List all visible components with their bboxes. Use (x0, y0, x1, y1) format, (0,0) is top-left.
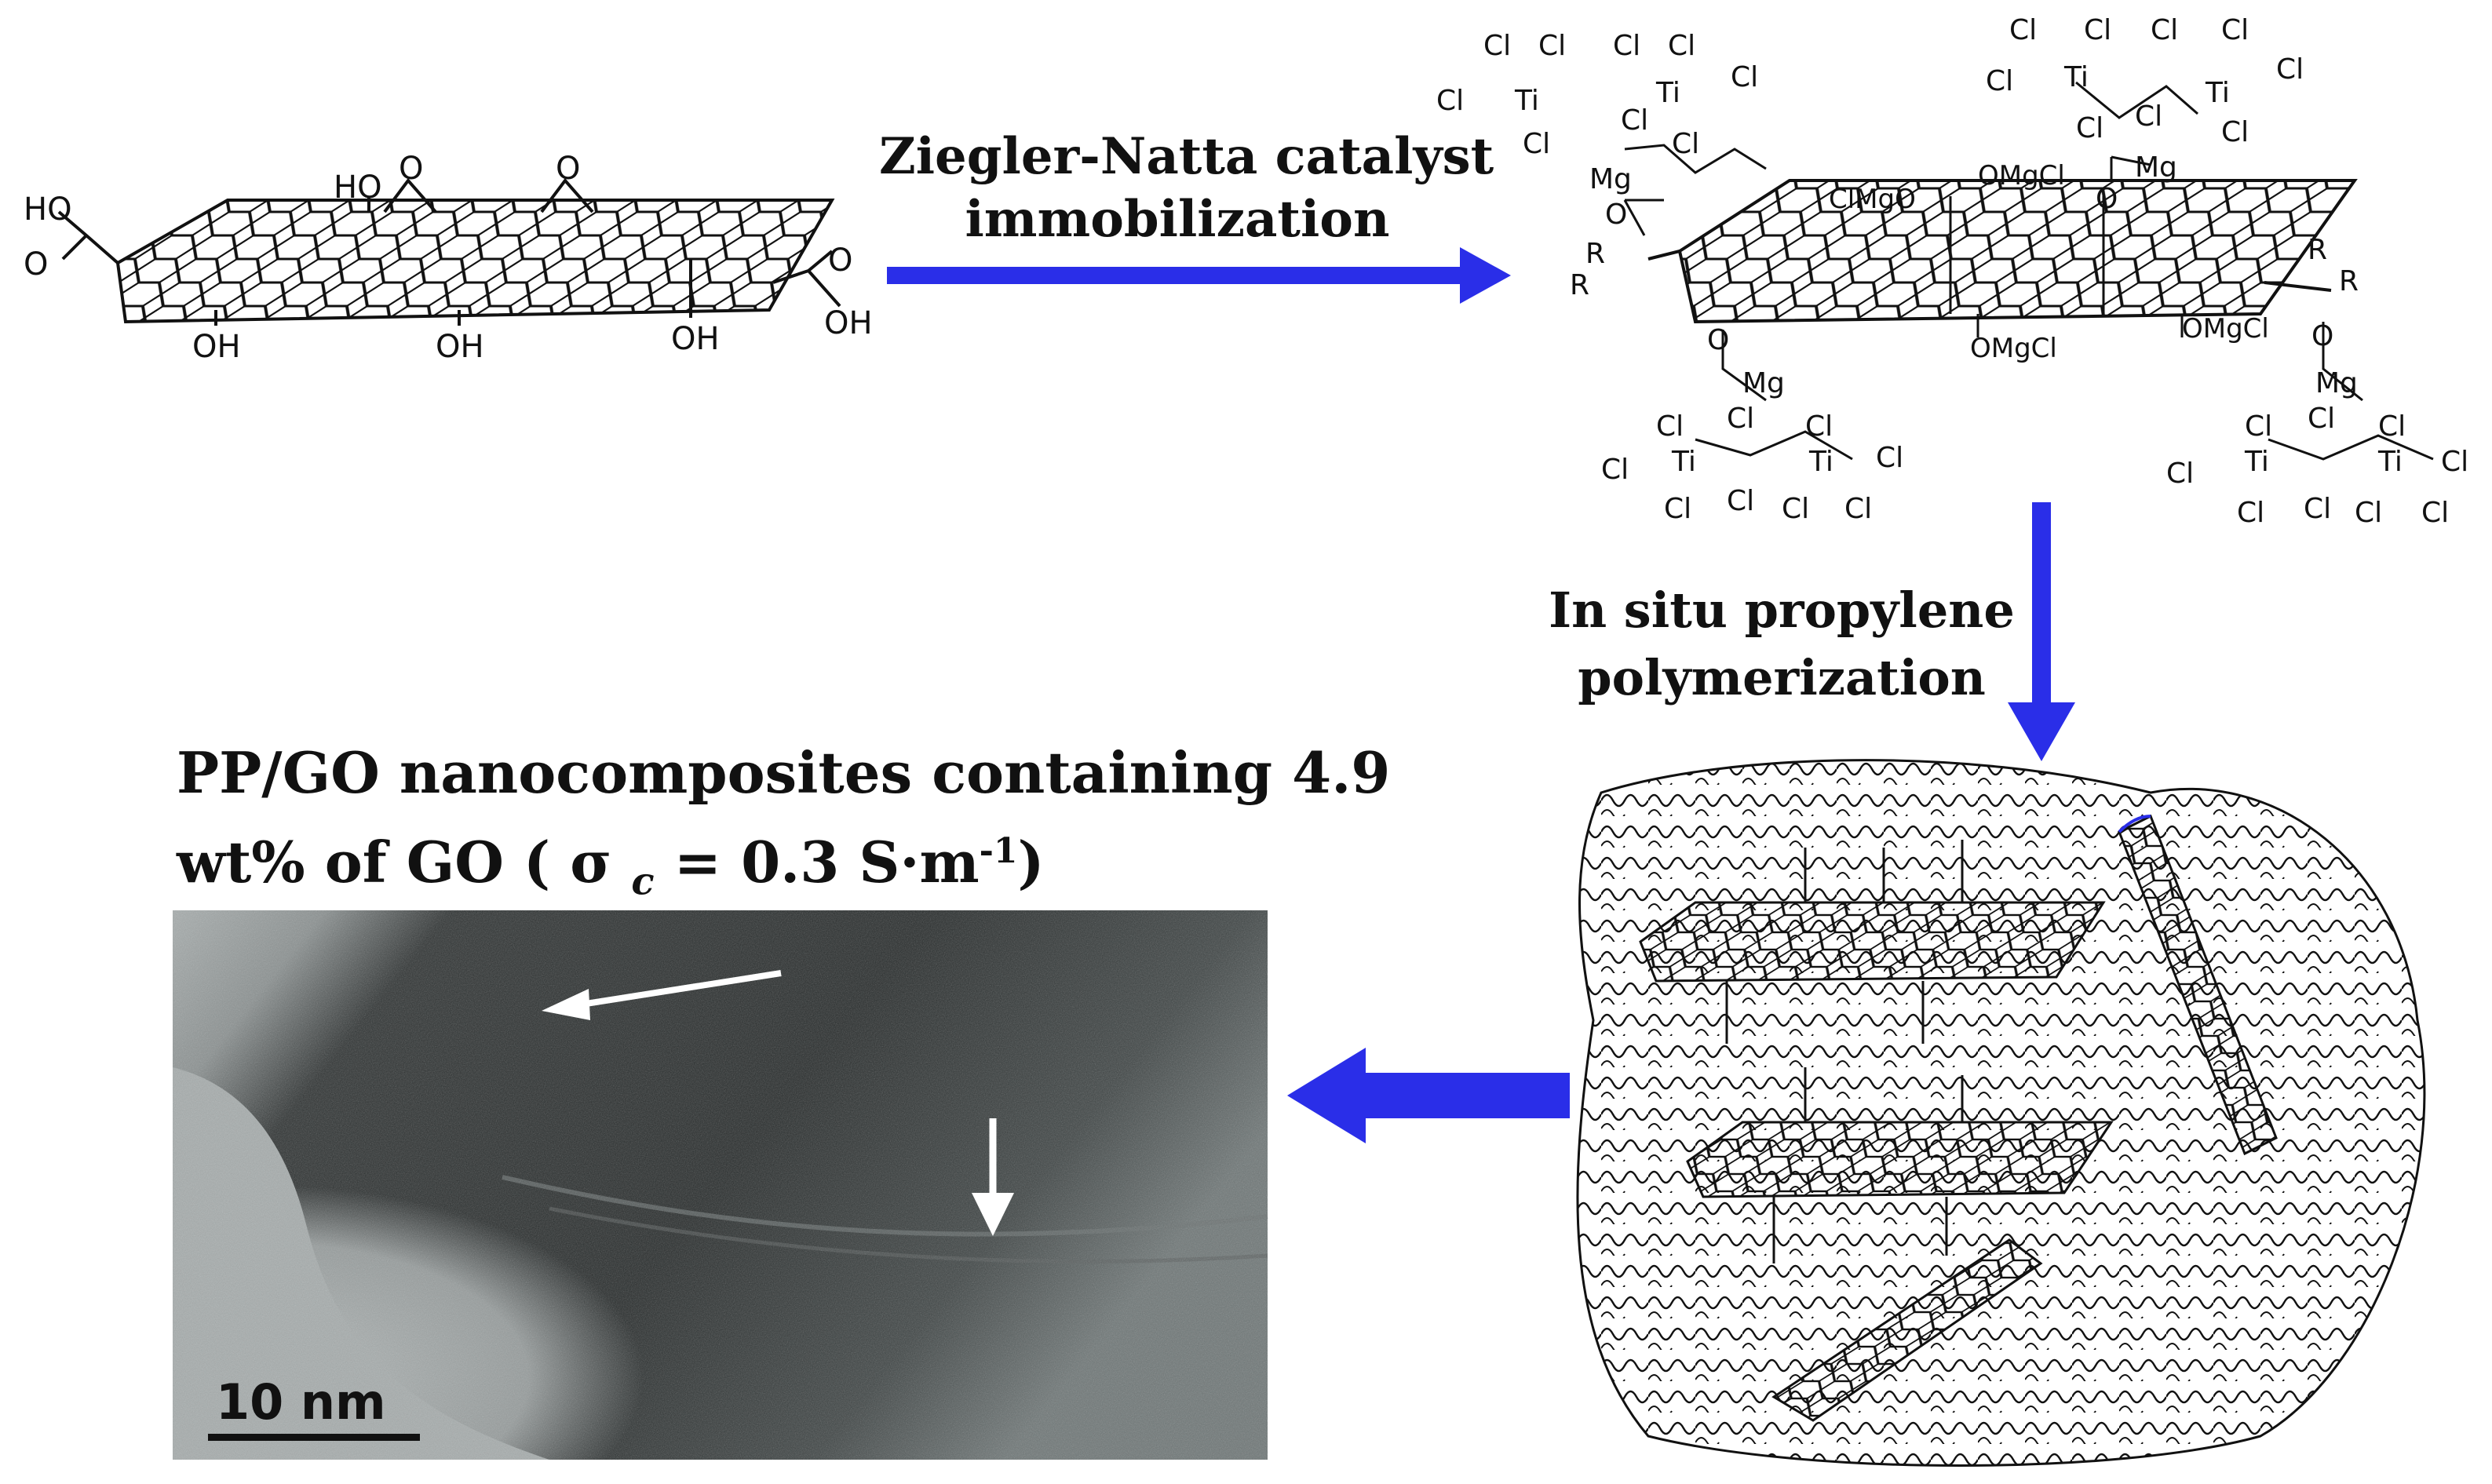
svg-text:O: O (1707, 324, 1729, 356)
result-caption: PP/GO nanocomposites containing 4.9 wt% … (177, 734, 1390, 921)
svg-text:OH: OH (436, 329, 484, 365)
svg-text:R: R (1585, 238, 1605, 270)
svg-text:Cl: Cl (2009, 14, 2037, 46)
svg-text:Ti: Ti (2377, 446, 2403, 478)
step2-caption-line2: polymerization (1578, 649, 1986, 706)
svg-text:Mg: Mg (1589, 163, 1632, 195)
arrow-immobilization (887, 247, 1511, 304)
conductivity-exponent: -1 (979, 831, 1018, 871)
svg-text:Cl: Cl (2237, 497, 2264, 529)
svg-text:OMgCl: OMgCl (1978, 160, 2065, 191)
svg-text:Cl: Cl (2221, 116, 2249, 148)
svg-text:Mg: Mg (2135, 151, 2177, 184)
graphene-oxide-labels: HO O HO O O OH OH OH O OH (24, 151, 873, 365)
step1-caption: Ziegler-Natta catalyst immobilization (879, 126, 1494, 251)
svg-text:Cl: Cl (2135, 100, 2162, 133)
svg-text:Cl: Cl (1523, 128, 1550, 160)
arrow-to-result (1287, 1048, 1570, 1143)
svg-text:Cl: Cl (1483, 30, 1511, 62)
conductivity-symbol: σ (570, 829, 612, 895)
svg-text:Cl: Cl (1621, 104, 1648, 137)
conductivity-value: = 0.3 S·m (673, 829, 980, 895)
svg-text:Cl: Cl (1805, 410, 1833, 443)
svg-text:Cl: Cl (2166, 458, 2194, 490)
svg-text:Cl: Cl (2421, 497, 2449, 529)
svg-text:Cl: Cl (1986, 65, 2013, 97)
svg-text:Mg: Mg (2315, 367, 2358, 399)
svg-text:Cl: Cl (1727, 403, 1754, 435)
step2-caption: In situ propylene polymerization (1538, 577, 2025, 712)
svg-text:Cl: Cl (1876, 442, 1903, 474)
svg-text:Cl: Cl (1727, 485, 1754, 517)
scale-bar-label: 10 nm (216, 1373, 386, 1431)
svg-text:Mg: Mg (1742, 367, 1785, 399)
svg-text:Cl: Cl (2378, 410, 2406, 443)
svg-text:Cl: Cl (1782, 493, 1809, 525)
svg-text:Cl: Cl (1538, 30, 1566, 62)
svg-text:ClMgO: ClMgO (1829, 184, 1916, 215)
svg-text:O: O (399, 151, 423, 187)
svg-text:Cl: Cl (1601, 454, 1629, 486)
svg-text:Cl: Cl (2076, 112, 2103, 144)
svg-text:Cl: Cl (1613, 30, 1640, 62)
catalyst-labels: Cl Cl Cl Cl Cl Ti Ti Cl Cl Cl Cl Mg O R … (1436, 14, 2468, 529)
svg-text:Cl: Cl (2245, 410, 2272, 443)
conductivity-subscript: c (631, 859, 655, 904)
svg-text:Cl: Cl (2355, 497, 2382, 529)
graphene-oxide-sheet (57, 177, 841, 326)
svg-text:Cl: Cl (1731, 61, 1758, 93)
svg-text:R: R (2308, 234, 2327, 266)
svg-text:Ti: Ti (1655, 77, 1680, 109)
scale-bar (208, 1434, 420, 1441)
svg-text:Cl: Cl (1668, 30, 1695, 62)
svg-text:Cl: Cl (2221, 14, 2249, 46)
svg-text:Cl: Cl (1672, 128, 1699, 160)
svg-text:OH: OH (192, 329, 241, 365)
svg-text:HO: HO (24, 191, 72, 228)
pp-go-composite (1576, 759, 2426, 1467)
svg-text:Ti: Ti (2205, 77, 2230, 109)
svg-text:O: O (556, 151, 580, 187)
svg-text:R: R (1570, 269, 1589, 301)
svg-text:Cl: Cl (2084, 14, 2111, 46)
svg-text:O: O (1605, 199, 1627, 231)
svg-text:Cl: Cl (2441, 446, 2468, 478)
result-caption-line1: PP/GO nanocomposites containing 4.9 (177, 739, 1391, 806)
svg-text:Cl: Cl (1436, 85, 1464, 117)
svg-text:O: O (2096, 183, 2118, 215)
tem-arrow-vertical (972, 1118, 1014, 1236)
svg-text:OMgCl: OMgCl (1970, 333, 2057, 364)
svg-text:Ti: Ti (1808, 446, 1833, 478)
svg-text:Ti: Ti (2063, 61, 2089, 93)
tem-micrograph (173, 910, 1268, 1460)
tem-arrow-horizontal (542, 970, 782, 1020)
step2-caption-line1: In situ propylene (1549, 582, 2015, 639)
immobilized-catalyst-sheet (1623, 81, 2434, 461)
svg-text:O: O (24, 246, 48, 283)
svg-text:Cl: Cl (2304, 493, 2331, 525)
svg-text:R: R (2339, 265, 2359, 297)
svg-text:O: O (828, 242, 852, 279)
svg-text:OMgCl: OMgCl (2182, 313, 2269, 345)
svg-text:Ti: Ti (1671, 446, 1696, 478)
result-caption-line2: wt% of GO ( σ c = 0.3 S·m-1) (177, 829, 1045, 904)
svg-text:Cl: Cl (1656, 410, 1684, 443)
svg-text:Ti: Ti (1514, 85, 1539, 117)
step1-caption-line2: immobilization (965, 190, 1390, 249)
svg-text:OH: OH (671, 321, 720, 357)
step1-caption-line1: Ziegler-Natta catalyst (879, 127, 1494, 186)
svg-text:O: O (2311, 320, 2333, 352)
svg-text:HO: HO (334, 170, 382, 206)
arrow-polymerization (2008, 502, 2075, 761)
svg-text:OH: OH (824, 305, 873, 341)
svg-text:Ti: Ti (2244, 446, 2269, 478)
svg-text:Cl: Cl (1664, 493, 1691, 525)
svg-text:Cl: Cl (2308, 403, 2335, 435)
svg-text:Cl: Cl (1844, 493, 1872, 525)
svg-text:Cl: Cl (2276, 53, 2304, 86)
svg-text:Cl: Cl (2151, 14, 2178, 46)
